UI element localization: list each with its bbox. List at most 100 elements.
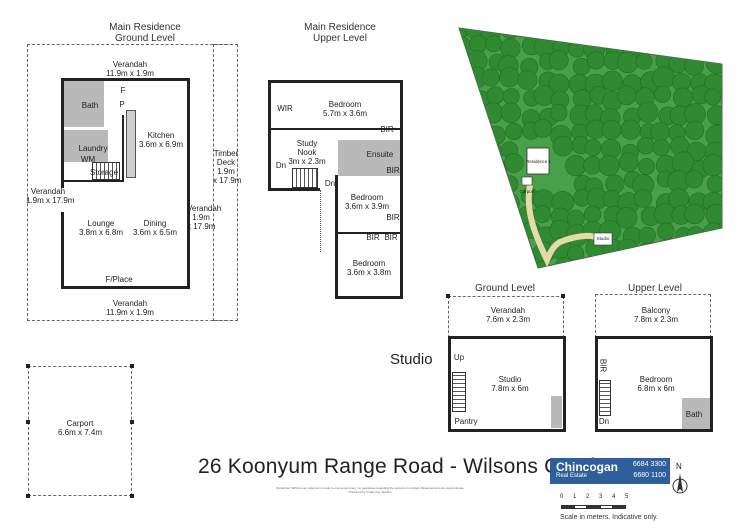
- post: [130, 494, 134, 498]
- tree: [600, 28, 621, 40]
- wall: [335, 296, 403, 299]
- tree: [464, 106, 483, 125]
- tree: [686, 226, 705, 244]
- stairs: [599, 380, 611, 416]
- tree: [657, 243, 675, 262]
- tree: [488, 204, 508, 224]
- down-label: Dn: [598, 417, 610, 426]
- tree: [702, 154, 722, 177]
- studio-bedroom-label: Bedroom 6.8m x 6m: [637, 375, 675, 393]
- tree: [459, 227, 472, 247]
- wall: [400, 80, 403, 298]
- studio-footprint: [593, 232, 613, 246]
- tree: [483, 256, 502, 268]
- tree: [685, 28, 704, 43]
- kitchen-label: Kitchen 3.6m x 6.9m: [138, 131, 183, 149]
- site-plan: Residence 1 Carport Studio: [450, 20, 730, 270]
- tree: [459, 72, 471, 92]
- studio-upper-heading: Upper Level: [628, 283, 682, 294]
- tree: [651, 35, 673, 57]
- studio-verandah-outline: [448, 296, 564, 338]
- tree: [466, 186, 487, 207]
- fridge-label: F: [120, 86, 126, 95]
- tree: [673, 28, 693, 39]
- lounge-label: Lounge 3.8m x 6.8m: [78, 219, 123, 237]
- wall: [595, 336, 598, 432]
- wall: [335, 175, 338, 298]
- bedroom3-label: Bedroom 3.6m x 3.8m: [346, 259, 391, 277]
- tree: [459, 35, 472, 57]
- tree: [586, 51, 606, 70]
- tree: [502, 88, 520, 105]
- tree: [688, 244, 710, 265]
- bir3-label: BIR: [386, 213, 400, 222]
- tree: [501, 175, 519, 193]
- studio-ground-heading: Ground Level: [474, 283, 536, 294]
- tree: [485, 155, 505, 176]
- tree: [584, 205, 602, 223]
- driveway: [525, 184, 600, 268]
- tree: [684, 56, 704, 76]
- agency-tagline: Real Estate: [556, 473, 588, 479]
- north-arrow-icon: [672, 473, 688, 494]
- scale-segment: [561, 505, 574, 509]
- laundry-label: Laundry: [78, 144, 108, 153]
- studio-room-label: Studio 7.8m x 6m: [491, 375, 529, 393]
- site-studio-label: Studio: [596, 236, 610, 241]
- tree: [685, 120, 705, 140]
- tree: [707, 237, 722, 260]
- tree: [671, 33, 695, 57]
- tree: [620, 119, 641, 140]
- down-label: Dn: [324, 179, 336, 188]
- scale-tick-label: 4: [612, 494, 616, 500]
- verandah-right-label: Verandah 1.9m x 17.9m: [187, 204, 222, 231]
- scale-tick-label: 5: [625, 494, 629, 500]
- verandah-bottom-label: Verandah 11.9m x 1.9m: [106, 299, 154, 317]
- bath-wet-area: [64, 81, 104, 127]
- stairs: [452, 372, 466, 412]
- tree: [465, 260, 486, 268]
- carport-footprint: [521, 176, 533, 186]
- studio-heading: Studio: [390, 351, 433, 368]
- tree: [533, 205, 552, 223]
- wall: [61, 180, 123, 182]
- tree: [657, 222, 675, 241]
- tree: [467, 224, 489, 246]
- tree: [459, 105, 468, 128]
- tree: [636, 258, 654, 268]
- post: [130, 420, 134, 424]
- tree: [706, 105, 722, 126]
- tree: [581, 28, 605, 41]
- fireplace-label: F/Place: [105, 275, 133, 284]
- tree: [650, 122, 670, 142]
- bedroom2-label: Bedroom 3.6m x 3.9m: [344, 193, 389, 211]
- tree: [459, 208, 474, 230]
- wall: [122, 115, 124, 182]
- scale-tick-label: 0: [560, 494, 564, 500]
- tree: [459, 158, 469, 178]
- laundry-wet-area: [64, 130, 108, 162]
- tree: [673, 258, 696, 268]
- wall: [61, 78, 64, 188]
- tree: [633, 189, 653, 208]
- tree: [567, 261, 586, 268]
- carport-outline: [28, 366, 132, 496]
- tree: [637, 136, 655, 155]
- residence-footprint: [526, 147, 550, 175]
- bedroom1-label: Bedroom 5.7m x 3.6m: [322, 100, 367, 118]
- wall: [61, 286, 190, 289]
- verandah-top-label: Verandah 11.9m x 1.9m: [106, 60, 154, 78]
- tree: [654, 257, 674, 268]
- agency-phone-1: 6684 3300: [632, 461, 666, 468]
- tree: [685, 170, 704, 189]
- bath-wet-area: [682, 398, 710, 429]
- tree: [459, 240, 471, 262]
- north-label: N: [676, 462, 682, 471]
- carport-label: Carport 6.6m x 7.4m: [57, 419, 102, 437]
- down-label: Dn: [275, 161, 287, 170]
- scale-tick-label: 3: [599, 494, 603, 500]
- tree: [671, 151, 695, 174]
- post: [26, 364, 30, 368]
- property-address: 26 Koonyum Range Road - Wilsons Creek: [198, 455, 602, 478]
- tree: [605, 261, 625, 268]
